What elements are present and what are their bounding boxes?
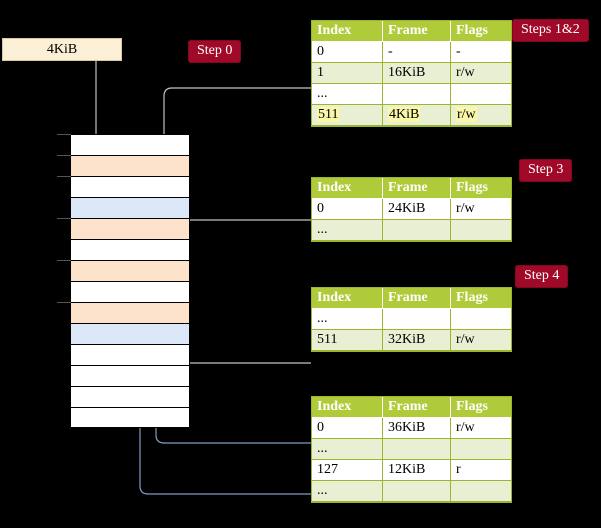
column-header-index: Index xyxy=(312,288,383,309)
cell-index: ... xyxy=(312,308,383,330)
memory-row-tick xyxy=(57,155,71,156)
cell-frame xyxy=(382,219,451,241)
column-header-flags: Flags xyxy=(450,288,511,309)
memory-frame-row xyxy=(57,176,190,197)
cell-frame: 32KiB xyxy=(382,329,451,351)
column-header-frame: Frame xyxy=(382,178,451,199)
cell-frame: 36KiB xyxy=(382,417,451,439)
memory-row-tick xyxy=(57,302,71,303)
cell-flags: r/w xyxy=(450,104,511,126)
physical-memory-column xyxy=(57,134,190,428)
cell-flags: r/w xyxy=(450,62,511,84)
column-header-flags: Flags xyxy=(450,178,511,199)
cell-flags: r xyxy=(450,459,511,481)
memory-frame-row xyxy=(70,407,190,428)
memory-row-tick xyxy=(57,218,71,219)
step-badge-step0: Step 0 xyxy=(188,40,242,63)
cell-frame xyxy=(382,83,451,105)
cell-frame: 16KiB xyxy=(382,62,451,84)
memory-frame-row xyxy=(57,134,190,155)
cell-flags xyxy=(450,438,511,460)
wire-t1r0-to-memory xyxy=(171,219,311,256)
cell-index: 0 xyxy=(312,41,383,63)
memory-row-tick xyxy=(57,134,71,135)
memory-row-tick xyxy=(57,260,71,261)
column-header-frame: Frame xyxy=(382,397,451,418)
cell-frame xyxy=(382,480,451,502)
column-header-index: Index xyxy=(312,397,383,418)
cell-index: 511 xyxy=(312,104,383,126)
memory-frame-row xyxy=(70,365,190,386)
page-box-label: 4KiB xyxy=(46,41,78,57)
cell-index: ... xyxy=(312,480,383,502)
cell-index: ... xyxy=(312,219,383,241)
cell-flags xyxy=(450,83,511,105)
cell-index: 127 xyxy=(312,459,383,481)
memory-frame-row xyxy=(70,281,190,302)
cell-index: ... xyxy=(312,83,383,105)
wire-t2r511-to-memory xyxy=(173,318,311,364)
column-header-index: Index xyxy=(312,21,383,42)
column-header-frame: Frame xyxy=(382,288,451,309)
cell-flags: - xyxy=(450,41,511,63)
step-badge-step3: Step 3 xyxy=(519,159,573,182)
cell-frame xyxy=(382,308,451,330)
cell-flags xyxy=(450,219,511,241)
table-row[interactable]: ... xyxy=(312,480,511,502)
cell-index: 1 xyxy=(312,62,383,84)
memory-frame-row xyxy=(70,323,190,344)
table-row[interactable]: 0-- xyxy=(312,41,511,63)
cell-index: 0 xyxy=(312,417,383,439)
cell-frame: 12KiB xyxy=(382,459,451,481)
step-badge-steps1and2: Steps 1&2 xyxy=(512,19,589,42)
page-box-4kib: 4KiB xyxy=(2,38,122,61)
cell-frame xyxy=(382,438,451,460)
column-header-flags: Flags xyxy=(450,21,511,42)
memory-frame-row xyxy=(70,386,190,407)
memory-row-tick xyxy=(57,176,71,177)
memory-frame-row xyxy=(57,302,190,323)
column-header-frame: Frame xyxy=(382,21,451,42)
memory-frame-row xyxy=(70,197,190,218)
cell-index: 0 xyxy=(312,198,383,220)
memory-frame-row xyxy=(70,344,190,365)
cell-flags: r/w xyxy=(450,198,511,220)
step-badge-step4: Step 4 xyxy=(515,265,569,288)
table-row[interactable]: ... xyxy=(312,219,511,241)
cell-frame: 24KiB xyxy=(382,198,451,220)
cell-flags: r/w xyxy=(450,417,511,439)
cell-flags xyxy=(450,308,511,330)
cell-flags xyxy=(450,480,511,502)
cell-frame: 4KiB xyxy=(382,104,451,126)
memory-frame-row xyxy=(57,260,190,281)
cell-index: 511 xyxy=(312,329,383,351)
table-row[interactable]: ... xyxy=(312,438,511,460)
cell-flags: r/w xyxy=(450,329,511,351)
memory-frame-row xyxy=(57,218,190,239)
memory-frame-row xyxy=(57,155,190,176)
cell-index: ... xyxy=(312,438,383,460)
table-row[interactable]: ... xyxy=(312,83,511,105)
table-row[interactable]: ... xyxy=(312,308,511,330)
cell-frame: - xyxy=(382,41,451,63)
column-header-index: Index xyxy=(312,178,383,199)
memory-frame-row xyxy=(70,239,190,260)
column-header-flags: Flags xyxy=(450,397,511,418)
